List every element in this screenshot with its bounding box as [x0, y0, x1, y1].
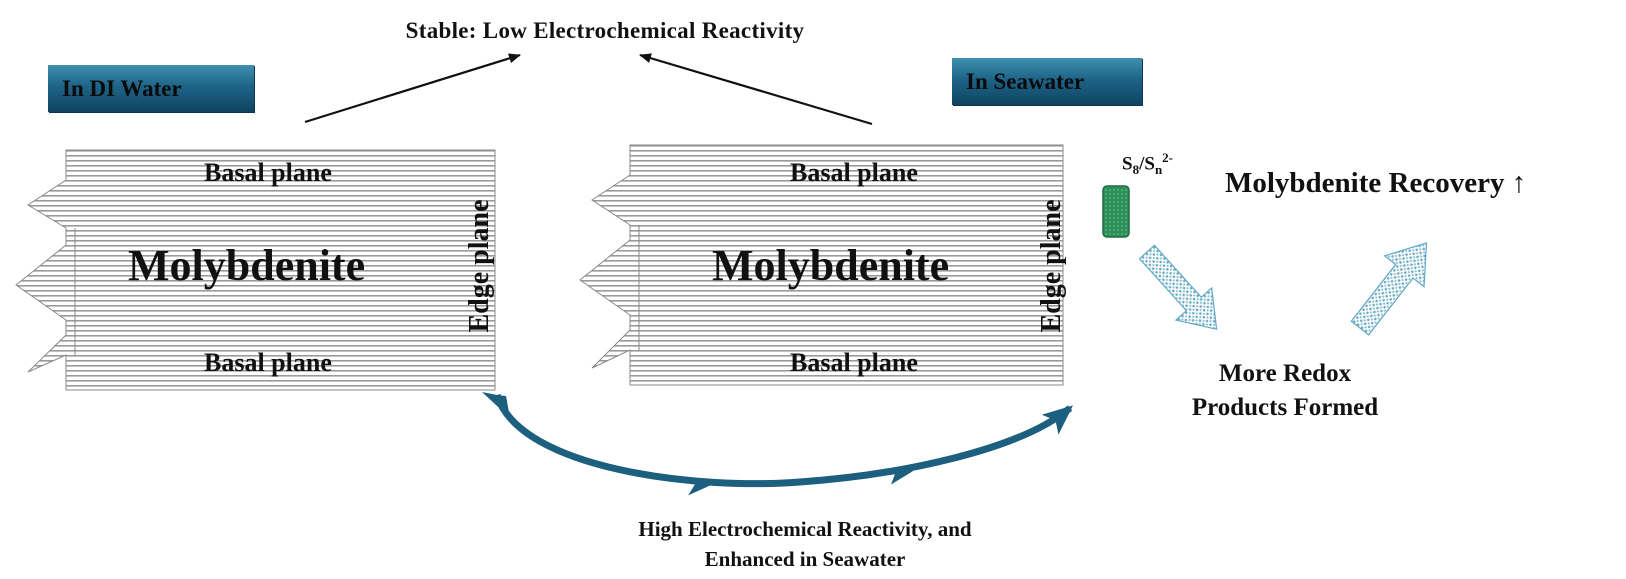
hatched-arrow-down: [1138, 244, 1218, 331]
left-mineral-label: Molybdenite: [128, 241, 366, 290]
badge-seawater-label: In Seawater: [966, 68, 1085, 94]
crystal-block-left: [15, 149, 496, 391]
curved-arrow: [482, 392, 1074, 496]
left-basal-top: Basal plane: [204, 158, 332, 187]
badge-di-water: In DI Water: [48, 65, 254, 112]
arrow-right-to-caption: [639, 53, 873, 126]
badge-di-water-label: In DI Water: [62, 75, 182, 101]
right-basal-bottom: Basal plane: [790, 348, 918, 377]
right-basal-top: Basal plane: [790, 158, 918, 187]
right-edge-label: Edge plane: [1036, 199, 1067, 333]
hatched-arrow-up: [1350, 242, 1428, 336]
left-edge-label: Edge plane: [464, 199, 495, 333]
species-box: [1102, 185, 1130, 238]
bottom-caption: High Electrochemical Reactivity, and Enh…: [638, 517, 972, 571]
arrow-left-to-caption: [304, 53, 521, 124]
crystal-block-right: [579, 144, 1064, 386]
redox-products-label: More Redox Products Formed: [1191, 360, 1379, 421]
badge-seawater: In Seawater: [952, 58, 1142, 105]
right-mineral-label: Molybdenite: [712, 241, 950, 290]
top-caption: Stable: Low Electrochemical Reactivity: [405, 18, 805, 43]
left-basal-bottom: Basal plane: [204, 348, 332, 377]
species-label: S8/Sn2-: [1122, 150, 1174, 178]
recovery-label: Molybdenite Recovery ↑: [1225, 167, 1527, 199]
